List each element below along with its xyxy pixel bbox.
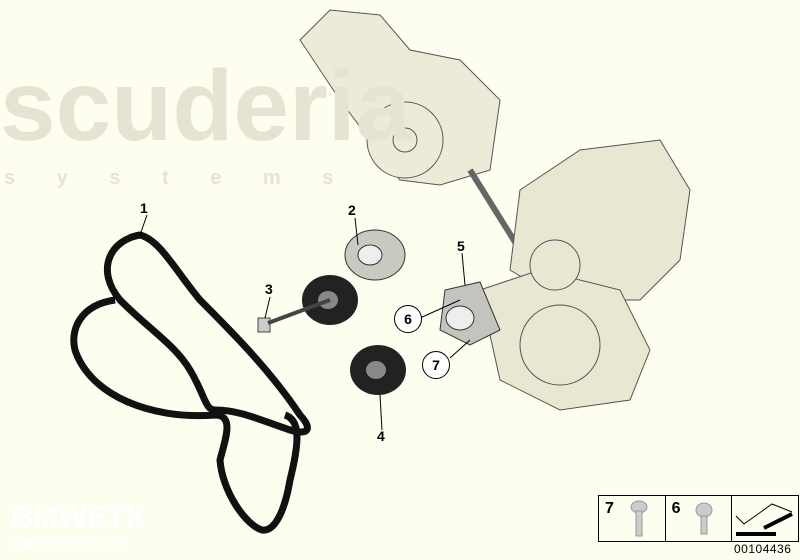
watermark: scuderia	[0, 50, 412, 162]
mounting-direction-arrow-icon	[735, 503, 794, 536]
legend-item-7: 7	[599, 496, 666, 541]
bmwetk-logo: BMWETK	[12, 501, 147, 534]
callout-3: 3	[265, 281, 273, 297]
legend-item-direction	[732, 496, 798, 541]
idler-pulley	[350, 345, 406, 395]
water-pump	[299, 9, 501, 186]
bmwetk-url: www.bmwetk.info	[12, 534, 130, 550]
bolt	[257, 298, 331, 333]
parts-legend: 7 6	[598, 495, 799, 542]
hex-flange-bolt-icon	[630, 500, 648, 537]
callout-2: 2	[348, 202, 356, 218]
legend-number: 6	[671, 500, 681, 517]
drive-belt	[70, 231, 311, 534]
hex-bolt-icon	[695, 502, 713, 535]
legend-number: 7	[605, 500, 614, 517]
watermark-sub: s y s t e m s	[4, 167, 352, 189]
callout-4: 4	[377, 428, 385, 444]
callout-7: 7	[422, 351, 450, 379]
alternator	[479, 139, 691, 411]
support-rod	[467, 168, 523, 252]
callout-1: 1	[140, 200, 148, 216]
tensioner-bracket	[439, 281, 501, 346]
callout-6: 6	[394, 305, 422, 333]
document-number: 00104436	[734, 542, 792, 556]
tensioner	[344, 229, 406, 281]
callout-5: 5	[457, 238, 465, 254]
legend-item-6: 6	[666, 496, 733, 541]
